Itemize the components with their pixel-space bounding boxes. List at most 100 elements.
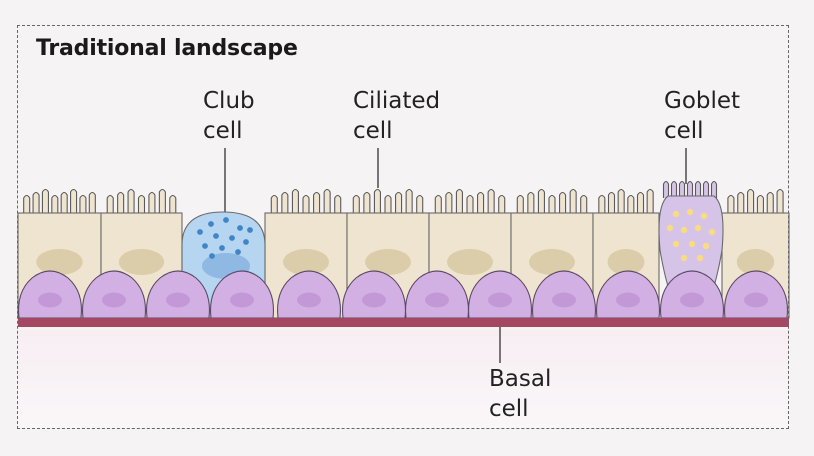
goblet-granule [666,224,674,232]
cilium [148,191,156,213]
cilium [323,188,331,213]
goblet-granule [696,254,704,262]
cilium [516,194,524,213]
club-granule [243,239,249,245]
club-granule [208,221,214,227]
basal-cell [341,270,407,319]
cilium [51,194,59,213]
cilium [106,194,114,213]
basal-nucleus [552,292,576,308]
cilium [598,194,606,213]
label-ciliated-line1: Ciliated [353,88,441,114]
label-club-line1: Club [203,88,255,114]
cilium [498,194,506,213]
club-granule [237,225,243,231]
goblet-cell [658,180,724,301]
cilium [776,188,784,213]
club-granule [235,249,241,255]
basal-nucleus [488,292,512,308]
basal-nucleus [166,292,190,308]
cilium [70,188,78,213]
cilium [41,188,49,213]
cilium [617,188,625,213]
cilium [373,188,381,213]
cilium [32,191,40,213]
nucleus [529,249,575,275]
basal-cell [595,270,661,319]
goblet-microvillus [670,180,678,198]
goblet-microvillus [710,180,718,198]
club-granule [202,243,208,249]
cilium [291,188,299,213]
cilium [169,194,177,213]
club-granule [197,229,203,235]
basal-nucleus [38,292,62,308]
basal-nucleus [744,292,768,308]
cilium [302,194,310,213]
basal-nucleus [297,292,321,308]
goblet-granule [702,242,710,250]
nucleus [447,249,493,275]
label-basal-line1: Basal [489,366,552,392]
cilium [569,188,577,213]
cilium [766,191,774,213]
basal-nucleus [616,292,640,308]
cilium [627,194,635,213]
cilium [756,194,764,213]
basal-nucleus [230,292,254,308]
cilium [477,191,485,213]
cilium [434,194,442,213]
basal-nucleus [680,292,704,308]
goblet-microvillus [686,180,694,198]
cilium [352,194,360,213]
label-goblet-line1: Goblet [664,88,741,114]
club-granule [213,233,219,239]
goblet-granule [672,240,680,248]
cilium [60,191,68,213]
nucleus [607,249,645,275]
goblet-granule [680,254,688,262]
nucleus [36,249,83,275]
goblet-granule [694,224,702,232]
basal-cell [145,270,211,319]
cilium [88,191,96,213]
basal-nucleus [102,292,126,308]
cilium [580,194,588,213]
nucleus [365,249,411,275]
cilium [416,194,424,213]
special-cells [181,180,724,319]
basal-cell [404,270,470,319]
cilium [23,194,31,213]
club-granule [229,235,235,241]
club-granule [223,217,229,223]
goblet-granule [680,226,688,234]
basal-cell [17,270,83,319]
label-ciliated-cell: Ciliated cell [353,86,440,146]
cilium [313,191,321,213]
nucleus [118,249,165,275]
basal-cell [467,270,533,319]
cilium [607,191,616,213]
cilium [537,188,545,213]
basal-cells [17,270,789,319]
cilium [527,191,535,213]
cilium [79,194,87,213]
goblet-microvillus [678,180,686,198]
cilium [117,191,125,213]
cilium [281,191,289,213]
goblet-granule [708,228,716,236]
goblet-microvillus [694,180,702,198]
nucleus [736,249,775,275]
cilium [636,191,645,213]
label-club-cell: Club cell [203,86,255,146]
cilium [137,194,146,213]
cilium [548,194,556,213]
label-goblet-line2: cell [664,118,704,144]
figure-title: Traditional landscape [36,36,298,61]
cilium [487,188,495,213]
cilium [363,191,371,213]
cilium [405,188,413,213]
basal-cell [209,270,275,319]
cilium [466,194,474,213]
